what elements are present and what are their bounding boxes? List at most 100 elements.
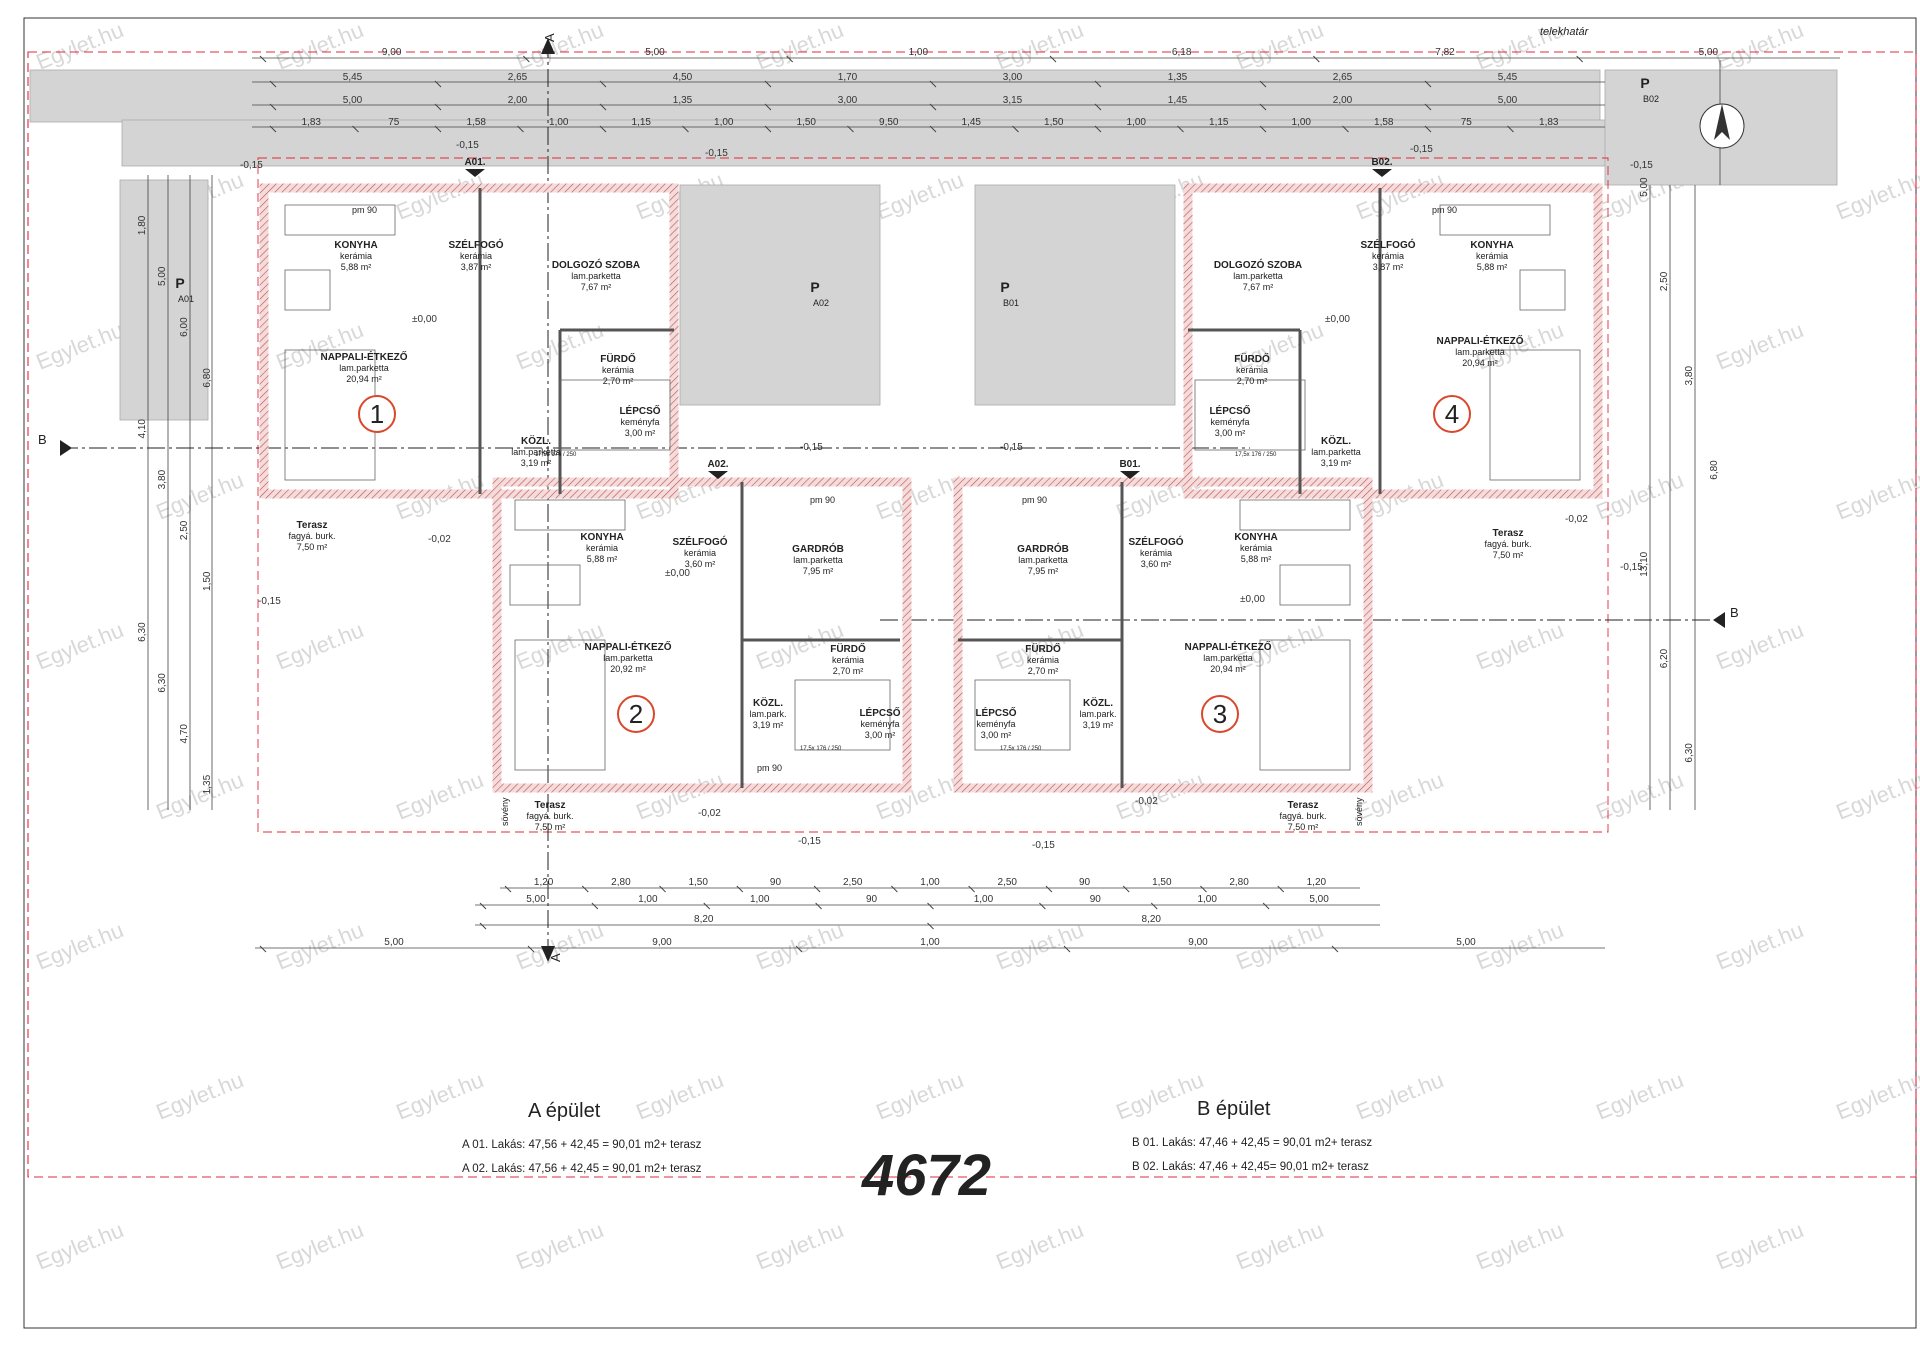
dimension-tick bbox=[599, 103, 607, 111]
level-marks: ±0,00 ±0,00 ±0,00 ±0,00 -0,15 -0,15 -0,1… bbox=[240, 140, 1653, 851]
dimension-tick bbox=[1262, 902, 1270, 910]
room-area: 3,87 m² bbox=[461, 262, 492, 272]
room-name: Terasz bbox=[297, 520, 328, 531]
room-area: 3,00 m² bbox=[865, 730, 896, 740]
room-material: lam.parketta bbox=[511, 447, 561, 457]
level-mark: -0,15 bbox=[258, 596, 281, 607]
dimension-tick bbox=[1039, 902, 1046, 910]
watermark-text: Egylet.hu bbox=[273, 617, 367, 675]
watermark-text: Egylet.hu bbox=[1713, 1217, 1807, 1275]
stair-spec: 17,5x 176 / 250 bbox=[800, 746, 842, 752]
dimension-value: 7,82 bbox=[1435, 47, 1455, 58]
dimension-value: 1,00 bbox=[714, 117, 734, 128]
dimension-value: 2,00 bbox=[1333, 95, 1353, 106]
dimension-value: 1,00 bbox=[549, 117, 569, 128]
watermark-text: Egylet.hu bbox=[33, 617, 127, 675]
level-mark: -0,02 bbox=[1565, 514, 1588, 525]
dimension-value: 2,50 bbox=[998, 877, 1018, 888]
dimension-tick bbox=[1331, 945, 1339, 953]
dimension-value: 1,35 bbox=[673, 95, 693, 106]
watermark-text: Egylet.hu bbox=[1353, 167, 1447, 225]
parking-code: A01 bbox=[178, 294, 194, 304]
dimension-tick bbox=[434, 103, 442, 111]
watermark-text: Egylet.hu bbox=[1353, 1067, 1447, 1125]
watermark-text: Egylet.hu bbox=[1593, 467, 1687, 525]
dimension-value: 2,00 bbox=[508, 95, 528, 106]
watermark-text: Egylet.hu bbox=[1833, 167, 1920, 225]
dimension-tick bbox=[1094, 125, 1102, 133]
level-mark: -0,15 bbox=[1620, 562, 1643, 573]
sofa bbox=[514, 639, 606, 771]
dimension-tick bbox=[1342, 125, 1349, 133]
building-walls bbox=[259, 183, 1603, 793]
dimension-value: 1,50 bbox=[1152, 877, 1172, 888]
room-area: 20,94 m² bbox=[1462, 358, 1498, 368]
dimension-tick bbox=[479, 902, 487, 910]
room-material: kerámia bbox=[586, 543, 618, 553]
parking-code: A02 bbox=[813, 298, 829, 308]
stair bbox=[1194, 379, 1306, 451]
dimension-value: 2,80 bbox=[611, 877, 631, 888]
level-mark: -0,15 bbox=[1000, 442, 1023, 453]
dimension-tick bbox=[891, 885, 898, 893]
dimension-value: 5,00 bbox=[1639, 177, 1650, 197]
dimension-tick bbox=[1259, 103, 1267, 111]
dimension-tick bbox=[581, 885, 589, 893]
room-name: SZÉLFOGÓ bbox=[1361, 238, 1416, 251]
dimension-value: 2,50 bbox=[1659, 271, 1670, 291]
dimension-tick bbox=[795, 945, 803, 953]
watermark-text: Egylet.hu bbox=[1233, 1217, 1327, 1275]
room-area: 3,19 m² bbox=[1321, 458, 1352, 468]
room-material: fagyá. burk. bbox=[526, 811, 573, 821]
dimension-tick bbox=[269, 103, 277, 111]
dimension-value: 75 bbox=[388, 117, 400, 128]
dimension-value: 1,50 bbox=[202, 571, 213, 591]
dimension-value: 1,20 bbox=[534, 877, 554, 888]
level-mark: -0,15 bbox=[1630, 160, 1653, 171]
dimension-tick bbox=[269, 80, 277, 88]
room-area: 7,67 m² bbox=[581, 282, 612, 292]
stair-spec: 17,5x 176 / 250 bbox=[1000, 746, 1042, 752]
dimension-value: 5,00 bbox=[1309, 894, 1329, 905]
unit-number: 4 bbox=[1445, 399, 1459, 429]
room-name: FÜRDŐ bbox=[1234, 352, 1270, 365]
dimension-value: 5,45 bbox=[343, 72, 363, 83]
dimension-value: 3,15 bbox=[1003, 95, 1023, 106]
room-name: KÖZL. bbox=[1321, 434, 1351, 447]
building-a-line-2: A 02. Lakás: 47,56 + 42,45 = 90,01 m2+ t… bbox=[462, 1163, 702, 1175]
level-mark: -0,15 bbox=[1032, 840, 1055, 851]
dimension-value: 5,00 bbox=[1498, 95, 1518, 106]
dimension-tick bbox=[522, 55, 530, 63]
room-area: 3,19 m² bbox=[521, 458, 552, 468]
dimension-tick bbox=[1094, 80, 1102, 88]
stair bbox=[794, 679, 891, 751]
dimension-tick bbox=[1122, 885, 1130, 893]
dimension-tick bbox=[591, 902, 599, 910]
dimension-tick bbox=[1424, 80, 1432, 88]
room-name: KÖZL. bbox=[1083, 696, 1113, 709]
dimension-value: 2,50 bbox=[179, 520, 190, 540]
dimension-tick bbox=[929, 80, 937, 88]
watermark-text: Egylet.hu bbox=[153, 1067, 247, 1125]
watermark-text: Egylet.hu bbox=[153, 767, 247, 825]
room-area: 7,50 m² bbox=[1493, 550, 1524, 560]
room-name: GARDRÓB bbox=[792, 542, 844, 555]
watermark-text: Egylet.hu bbox=[1713, 917, 1807, 975]
kitchen-counter bbox=[1439, 204, 1551, 236]
watermark-text: Egylet.hu bbox=[513, 17, 607, 75]
room-area: 5,88 m² bbox=[587, 554, 618, 564]
room-area: 2,70 m² bbox=[1237, 376, 1268, 386]
kitchen-counter bbox=[1239, 499, 1351, 531]
room-material: lam.parketta bbox=[603, 653, 653, 663]
watermark-text: Egylet.hu bbox=[1473, 917, 1567, 975]
room-material: kerámia bbox=[460, 251, 492, 261]
dimension-value: 5,45 bbox=[1498, 72, 1518, 83]
room-name: Terasz bbox=[1493, 528, 1524, 539]
dimension-value: 8,20 bbox=[1142, 914, 1162, 925]
unit-number-circle bbox=[358, 395, 396, 433]
room-material: keményfa bbox=[976, 719, 1015, 729]
dimension-value: 1,20 bbox=[1307, 877, 1327, 888]
dimension-value: 5,00 bbox=[1456, 937, 1476, 948]
dimension-value: 1,00 bbox=[1292, 117, 1312, 128]
